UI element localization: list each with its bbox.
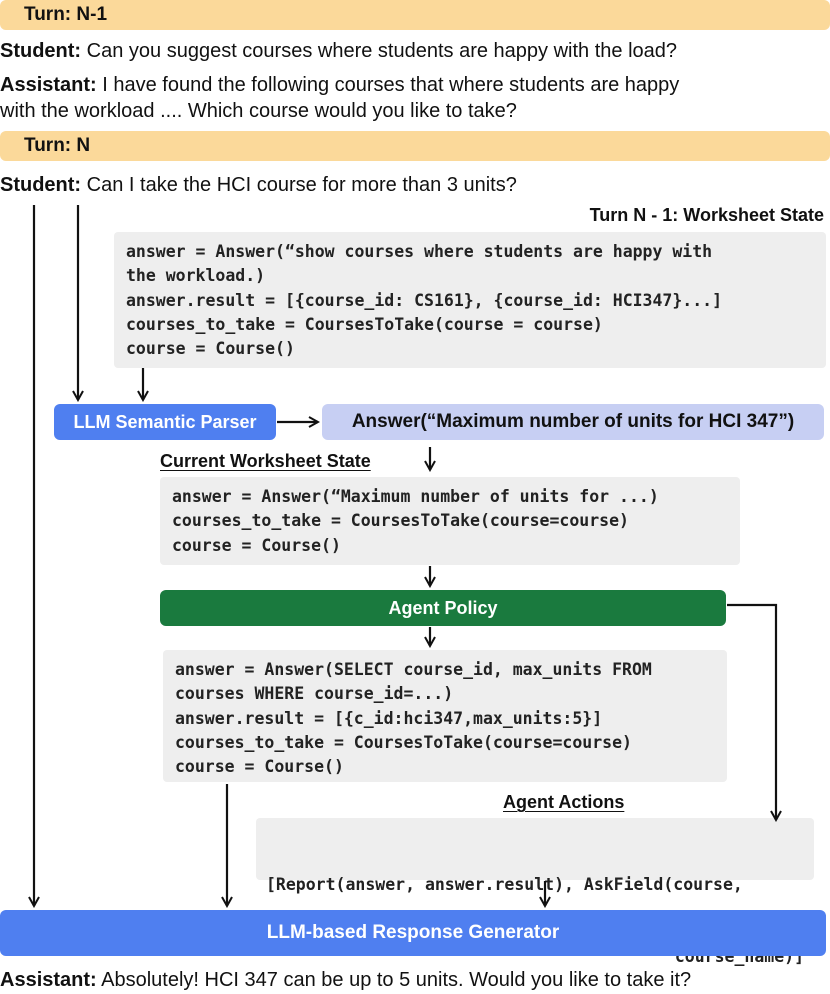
current-state-code: answer = Answer(“Maximum number of units…	[160, 477, 740, 565]
utterance-text: Can you suggest courses where students a…	[81, 40, 678, 62]
utterance-text: with the workload .... Which course woul…	[0, 100, 517, 122]
agent-policy-label: Agent Policy	[388, 598, 498, 618]
agent-actions-title: Agent Actions	[503, 792, 625, 812]
agent-actions-line: [Report(answer, answer.result), AskField…	[266, 874, 743, 894]
turn-prev-bar: Turn: N-1	[0, 0, 830, 30]
parsed-answer-node: Answer(“Maximum number of units for HCI …	[322, 404, 824, 440]
speaker-label: Student:	[0, 40, 82, 62]
agent-policy-node: Agent Policy	[160, 590, 726, 626]
prev-state-code: answer = Answer(“show courses where stud…	[114, 232, 826, 368]
semantic-parser-node: LLM Semantic Parser	[54, 404, 276, 440]
turn-curr-label: Turn: N	[24, 135, 91, 156]
speaker-label: Assistant:	[0, 74, 97, 96]
speaker-label: Student:	[0, 174, 82, 196]
final-assistant-reply: Assistant: Absolutely! HCI 347 can be up…	[0, 967, 691, 993]
utterance-text: Absolutely! HCI 347 can be up to 5 units…	[96, 969, 692, 991]
current-state-title: Current Worksheet State	[160, 451, 371, 471]
turn-curr-student: Student: Can I take the HCI course for m…	[0, 172, 517, 198]
utterance-text: Can I take the HCI course for more than …	[81, 174, 517, 196]
semantic-parser-label: LLM Semantic Parser	[73, 412, 257, 432]
arrow-policy-to-actions	[727, 603, 776, 820]
turn-prev-label: Turn: N-1	[24, 4, 108, 25]
turn-curr-bar: Turn: N	[0, 131, 830, 161]
turn-prev-student: Student: Can you suggest courses where s…	[0, 38, 677, 64]
response-generator-label: LLM-based Response Generator	[266, 922, 560, 943]
updated-state-code: answer = Answer(SELECT course_id, max_un…	[163, 650, 727, 782]
turn-prev-assistant-cont: with the workload .... Which course woul…	[0, 98, 517, 124]
parsed-answer-label: Answer(“Maximum number of units for HCI …	[351, 411, 795, 432]
agent-actions-box: [Report(answer, answer.result), AskField…	[256, 818, 814, 966]
prev-state-title: Turn N - 1: Worksheet State	[589, 205, 824, 225]
speaker-label: Assistant:	[0, 969, 97, 991]
utterance-text: I have found the following courses that …	[96, 74, 680, 96]
response-generator-node: LLM-based Response Generator	[0, 910, 826, 956]
turn-prev-assistant: Assistant: I have found the following co…	[0, 72, 679, 98]
